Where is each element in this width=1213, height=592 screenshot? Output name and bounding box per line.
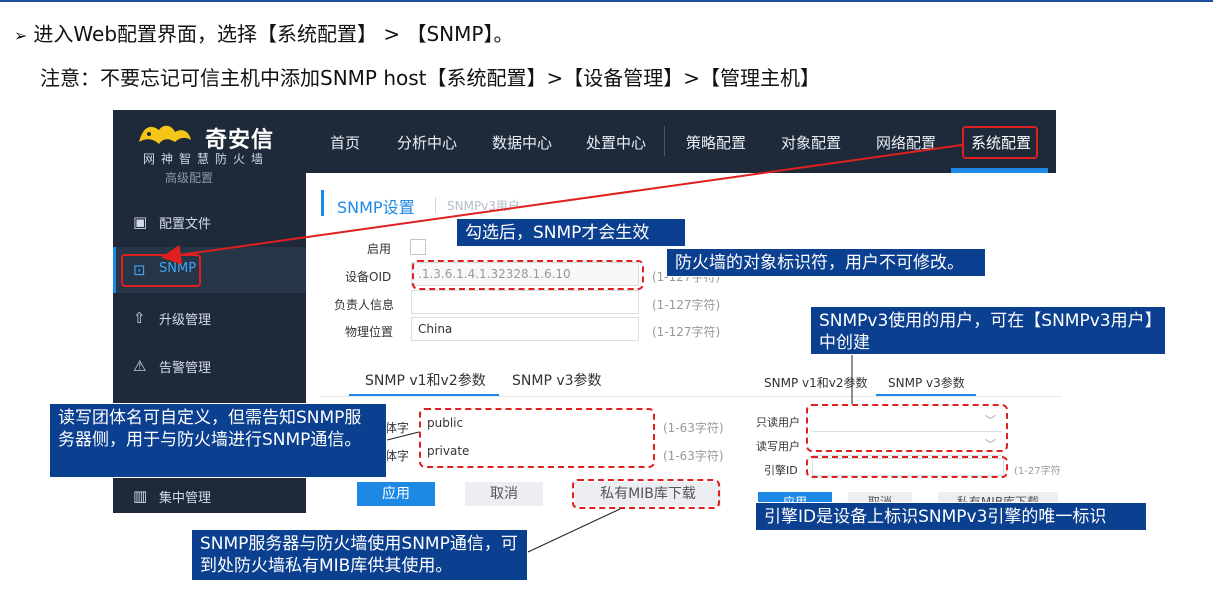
tab-divider xyxy=(435,197,436,213)
subtab-active-underline xyxy=(349,394,499,396)
callout-community: 读写团体名可自定义，但需告知SNMP服务器侧，用于与防火墙进行SNMP通信。 xyxy=(49,403,387,478)
engine-id-hint: (1-27字符) xyxy=(1014,466,1062,477)
engine-id-label: 引擎ID xyxy=(764,464,798,477)
write-community-field[interactable]: private xyxy=(421,440,653,464)
nav-home[interactable]: 首页 xyxy=(330,134,361,152)
read-community-label: 体字 xyxy=(385,421,410,435)
ro-user-select[interactable]: ﹀ xyxy=(812,410,1002,432)
nav-network[interactable]: 网络配置 xyxy=(876,134,937,152)
contact-field[interactable] xyxy=(411,290,639,314)
nav-system[interactable]: 系统配置 xyxy=(971,134,1032,152)
rw-user-select[interactable]: ﹀ xyxy=(812,434,1002,456)
mini-subtab-v3[interactable]: SNMP v3参数 xyxy=(888,376,965,390)
subtab-v1v2[interactable]: SNMP v1和v2参数 xyxy=(365,373,486,389)
mini-divider xyxy=(752,396,1062,397)
contact-hint: (1-127字符) xyxy=(652,298,721,312)
oid-field: .1.3.6.1.4.1.32328.1.6.10 xyxy=(411,262,639,286)
sidebar-item-central[interactable]: ▥ 集中管理 xyxy=(113,473,306,513)
bullet-text: 进入Web配置界面，选择【系统配置】 > 【SNMP】。 xyxy=(33,22,514,46)
tab-snmp-settings[interactable]: SNMP设置 xyxy=(337,198,415,217)
bullet-arrow-icon: ➢ xyxy=(14,26,28,45)
highlight-nav-system xyxy=(962,126,1038,159)
rw-user-label: 读写用户 xyxy=(756,440,800,453)
callout-oid: 防火墙的对象标识符，用户不可修改。 xyxy=(666,248,986,277)
tab-snmpv3-users[interactable]: SNMPv3用户 xyxy=(447,199,520,213)
engine-id-field[interactable] xyxy=(812,458,1004,476)
sidebar-item-upgrade[interactable]: ⇧ 升级管理 xyxy=(113,295,306,341)
location-label: 物理位置 xyxy=(345,325,394,339)
location-field[interactable]: China xyxy=(411,317,639,341)
sidebar-item-alarm[interactable]: ⚠ 告警管理 xyxy=(113,343,306,389)
callout-mib: SNMP服务器与防火墙使用SNMP通信，可到处防火墙私有MIB库供其使用。 xyxy=(191,529,528,581)
contact-label: 负责人信息 xyxy=(334,298,395,312)
highlight-community-fields xyxy=(419,408,655,468)
config-file-icon: ▣ xyxy=(133,213,148,231)
sidebar-item-label: 集中管理 xyxy=(159,491,212,506)
location-hint: (1-127字符) xyxy=(652,325,721,339)
sidebar-item-label: SNMP xyxy=(159,261,197,276)
apply-button[interactable]: 应用 xyxy=(357,482,435,506)
nav-disposal[interactable]: 处置中心 xyxy=(586,134,647,152)
ro-user-label: 只读用户 xyxy=(756,416,800,429)
highlight-sidebar-snmp xyxy=(121,254,201,287)
oid-label: 设备OID xyxy=(345,270,392,284)
sidebar-item-label: 配置文件 xyxy=(159,217,212,232)
callout-engine-id: 引擎ID是设备上标识SNMPv3引擎的唯一标识 xyxy=(755,502,1147,531)
callout-enable: 勾选后，SNMP才会生效 xyxy=(456,218,686,247)
read-community-hint: (1-63字符) xyxy=(663,421,724,435)
sidebar-item-config-file[interactable]: ▣ 配置文件 xyxy=(113,199,306,245)
callout-v3-user: SNMPv3使用的用户，可在【SNMPv3用户】中创建 xyxy=(810,306,1166,355)
tab-active-marker xyxy=(321,190,324,216)
write-community-hint: (1-63字符) xyxy=(663,449,724,463)
alarm-icon: ⚠ xyxy=(133,357,147,375)
sidebar-item-label: 告警管理 xyxy=(159,361,212,376)
enable-label: 启用 xyxy=(367,242,392,256)
enable-checkbox[interactable] xyxy=(410,239,426,255)
read-community-field[interactable]: public xyxy=(421,412,653,436)
mib-download-button[interactable]: 私有MIB库下载 xyxy=(575,482,721,506)
sidebar-item-label: 升级管理 xyxy=(159,313,212,328)
highlight-oid-field xyxy=(412,260,644,290)
chevron-down-icon: ﹀ xyxy=(985,438,996,451)
subtab-divider xyxy=(321,396,751,397)
slide-bullet: ➢ 进入Web配置界面，选择【系统配置】 > 【SNMP】。 xyxy=(14,18,513,47)
chevron-down-icon: ﹀ xyxy=(985,414,996,427)
nav-active-indicator xyxy=(951,168,1048,173)
highlight-mib-button xyxy=(572,479,720,509)
top-nav: 奇安信 网神智慧防火墙 首页 分析中心 数据中心 处置中心 策略配置 对象配置 … xyxy=(113,110,1056,173)
nav-policy[interactable]: 策略配置 xyxy=(686,134,747,152)
cancel-button[interactable]: 取消 xyxy=(465,482,543,506)
central-manage-icon: ▥ xyxy=(133,487,148,505)
snmp-icon: ⊡ xyxy=(133,261,146,279)
highlight-engine-id xyxy=(806,456,1008,478)
upgrade-icon: ⇧ xyxy=(133,309,146,327)
nav-data[interactable]: 数据中心 xyxy=(492,134,553,152)
qianxin-logo-icon xyxy=(139,125,191,144)
slide-note: 注意：不要忘记可信主机中添加SNMP host【系统配置】>【设备管理】>【管理… xyxy=(40,66,821,90)
nav-separator xyxy=(664,126,665,156)
write-community-label: 体字 xyxy=(385,449,410,463)
nav-object[interactable]: 对象配置 xyxy=(781,134,842,152)
brand-subtitle: 网神智慧防火墙 xyxy=(143,152,270,166)
mini-subtab-underline xyxy=(876,394,976,396)
sidebar-item-advanced-partial[interactable]: 高级配置 xyxy=(165,171,214,185)
mini-subtab-v1v2[interactable]: SNMP v1和v2参数 xyxy=(764,376,868,390)
sidebar-active-indicator xyxy=(113,247,116,293)
nav-analysis[interactable]: 分析中心 xyxy=(397,134,458,152)
slide-top-line xyxy=(0,0,1213,2)
highlight-v3-users xyxy=(806,404,1008,452)
subtab-v3[interactable]: SNMP v3参数 xyxy=(512,373,602,389)
